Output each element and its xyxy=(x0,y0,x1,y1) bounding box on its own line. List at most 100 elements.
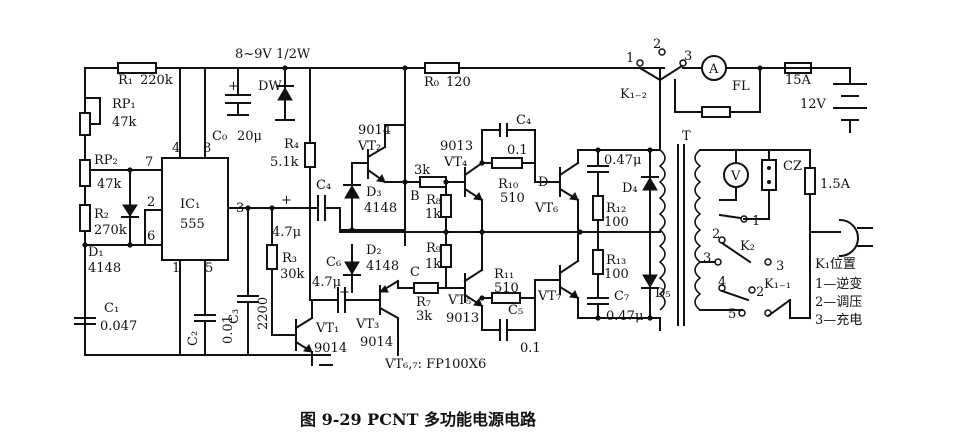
d2-ref: D₂ xyxy=(366,243,382,258)
resistor-r2 xyxy=(79,204,91,232)
r3-ref: R₃ xyxy=(282,251,297,266)
diode-d5 xyxy=(642,274,658,288)
switch-legend: K₁位置 1—逆变 2—调压 3—充电 xyxy=(815,257,862,328)
dw-ref: DW xyxy=(258,79,282,94)
diode-d3 xyxy=(344,185,360,199)
r4-value: 5.1k xyxy=(270,155,299,170)
vt5-ref: VT₅ xyxy=(447,293,471,308)
node-c: C xyxy=(410,265,420,280)
snubbers: 0.47μ R₁₂ 100 R₁₃ 100 C₇ 0.47μ xyxy=(577,147,661,324)
d4-ref: D₄ xyxy=(622,181,638,196)
resistor-r7 xyxy=(413,282,439,294)
vt2-ref: VT₂ xyxy=(357,139,381,154)
diode-d4 xyxy=(642,177,658,191)
timing-network: R₁ 220k RP₁ 47k RP₂ 47k R₂ 270k D₁ 4148 … xyxy=(74,62,661,366)
rp2-ref: RP₂ xyxy=(94,153,118,168)
fuse-1-5a xyxy=(804,167,816,195)
c4b-value: 0.1 xyxy=(507,143,528,158)
k11-pos5: 5 xyxy=(728,307,736,322)
resistor-r12 xyxy=(592,195,604,221)
c5-ref: C₅ xyxy=(508,303,523,318)
c0-value: 20μ xyxy=(237,129,262,144)
pin-2: 2 xyxy=(147,195,155,210)
c0-plus: + xyxy=(228,79,239,94)
stage-vt5: R₉ 1k C R₇ 3k VT₅ 9013 R₁₁ 510 C₅ 0.1 xyxy=(410,231,561,356)
regulator-section: + C₀ 20μ DW 8~9V 1/2W xyxy=(212,47,311,144)
c8-value: 0.47μ xyxy=(604,153,641,168)
vt3-ref: VT₃ xyxy=(355,317,379,332)
diode-d1 xyxy=(122,204,138,217)
r10-ref: R₁₀ xyxy=(498,177,518,192)
c7-ref: C₇ xyxy=(614,289,629,304)
d3-value: 4148 xyxy=(364,201,397,216)
ic1-ref: IC₁ xyxy=(180,197,200,212)
socket-cz xyxy=(761,159,777,191)
fl-ref: FL xyxy=(732,79,750,94)
r8-ref: R₈ xyxy=(426,193,441,208)
vt4-ref: VT₄ xyxy=(443,155,467,170)
battery-section: 1 2 3 K₁₋₂ A FL 15A 12V xyxy=(620,37,867,133)
d5-ref: D₅ xyxy=(655,286,671,301)
stage-vt4: 3k B R₈ 1k C₄ 0.1 R₁₀ 510 9013 VT₄ D xyxy=(404,113,561,233)
k2-ref: K₂ xyxy=(740,239,755,254)
vt1-value: 9014 xyxy=(314,341,347,356)
r7-ref: R₇ xyxy=(416,295,431,310)
c3-ref: C₃ xyxy=(227,309,242,324)
resistor-r13 xyxy=(592,249,604,275)
c6-ref: C₆ xyxy=(326,255,341,270)
potentiometer-rp2 xyxy=(79,159,91,187)
c2-ref: C₂ xyxy=(186,331,201,346)
vt1-ref: VT₁ xyxy=(315,321,339,336)
cz-ref: CZ xyxy=(783,159,802,174)
r8-value: 1k xyxy=(425,207,441,222)
potentiometer-rp1 xyxy=(79,112,91,136)
rp1-ref: RP₁ xyxy=(112,97,136,112)
c4b-ref: C₄ xyxy=(516,113,531,128)
k2-pos2: 2 xyxy=(712,227,720,242)
resistor-r0 xyxy=(424,62,460,74)
r7-value: 3k xyxy=(416,309,432,324)
r4-ref: R₄ xyxy=(284,137,299,152)
t-ref: T xyxy=(682,129,691,144)
pin-6: 6 xyxy=(147,229,155,244)
c1-value: 0.047 xyxy=(100,319,137,334)
resistor-r10 xyxy=(491,157,523,169)
r2-value: 270k xyxy=(94,223,127,238)
c0-ref: C₀ xyxy=(212,129,227,144)
r12-value: 100 xyxy=(604,215,629,230)
vt2-value: 9014 xyxy=(358,123,391,138)
k2-pos1: 1 xyxy=(752,214,760,229)
r13-value: 100 xyxy=(604,267,629,282)
r13-ref: R₁₃ xyxy=(606,253,626,268)
r8s-value: 3k xyxy=(414,163,430,178)
pin-1: 1 xyxy=(172,261,180,276)
k11-ref: K₁₋₁ xyxy=(764,277,791,292)
k12-pos3: 3 xyxy=(684,49,692,64)
figure-caption: 图 9-29 PCNT 多功能电源电路 xyxy=(300,410,537,429)
d1-value: 4148 xyxy=(88,261,121,276)
vt7-ref: VT₇ xyxy=(537,289,561,304)
r1-value: 220k xyxy=(140,73,173,88)
r2-ref: R₂ xyxy=(94,207,109,222)
clamp-diodes: D₄ D₅ xyxy=(622,147,671,321)
k11-pos4: 4 xyxy=(718,275,726,290)
d1-ref: D₁ xyxy=(88,245,104,260)
fuse2-value: 1.5A xyxy=(820,177,851,192)
secondary-section: V CZ 1.5A 1 2 K₂ 3 3 4 xyxy=(699,149,873,322)
resistor-r1 xyxy=(117,62,157,74)
ammeter-symbol: A xyxy=(708,62,719,77)
c4-plus: + xyxy=(281,193,292,208)
r11-value: 510 xyxy=(494,281,519,296)
rp1-value: 47k xyxy=(112,115,137,130)
r3-value: 30k xyxy=(280,267,305,282)
r11-ref: R₁₁ xyxy=(494,267,514,282)
pin-5: 5 xyxy=(205,261,213,276)
d2-value: 4148 xyxy=(366,259,399,274)
r12-ref: R₁₂ xyxy=(606,201,626,216)
resistor-r8s xyxy=(419,176,447,188)
legend-item-1: 1—逆变 xyxy=(815,276,862,292)
pin-4: 4 xyxy=(172,141,180,156)
ic1-value: 555 xyxy=(180,217,205,232)
coupling-r4-c4: R₄ 5.1k + C₄ 4.7μ xyxy=(270,67,341,301)
